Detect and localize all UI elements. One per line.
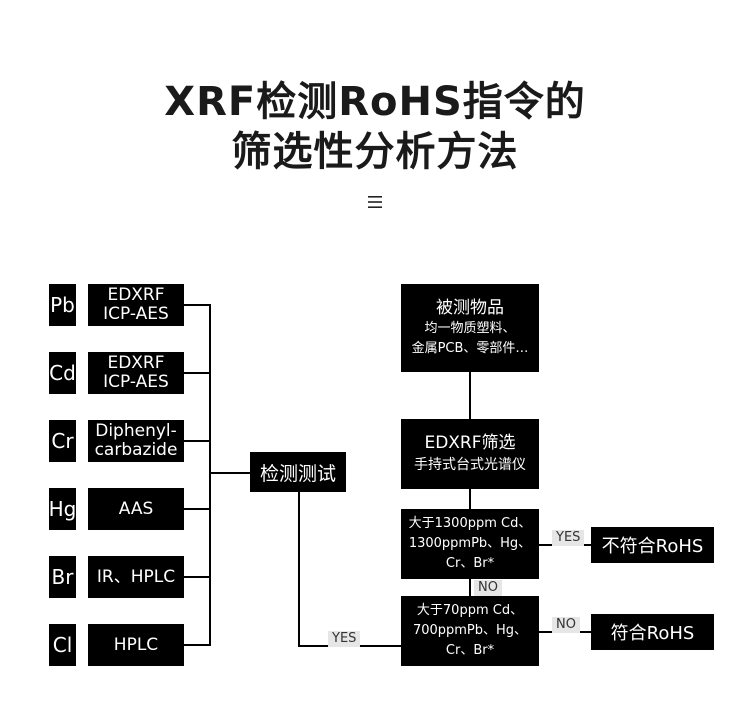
- check1-line-1: 大于1300ppm Cd、: [408, 516, 532, 531]
- connector-bus: [209, 304, 211, 646]
- method-box-cl: HPLC: [88, 624, 184, 666]
- method-line: EDXRF: [107, 353, 165, 373]
- element-pb: Pb: [49, 284, 76, 326]
- sample-line-2: 金属PCB、零部件…: [411, 341, 529, 356]
- check2-line-3: Cr、Br*: [445, 643, 495, 658]
- no-label: NO: [552, 617, 580, 633]
- connector: [209, 472, 251, 474]
- yes-label: YES: [328, 631, 361, 647]
- method-box-pb: EDXRF ICP-AES: [88, 284, 184, 326]
- sample-line-1: 均一物质塑料、: [424, 321, 516, 336]
- connector: [184, 440, 211, 442]
- check2-line-1: 大于70ppm Cd、: [416, 603, 524, 618]
- connector: [469, 489, 471, 509]
- method-line: Diphenyl-: [95, 421, 177, 441]
- connector: [184, 372, 211, 374]
- connector: [469, 372, 471, 419]
- method-box-cd: EDXRF ICP-AES: [88, 352, 184, 394]
- method-line: ICP-AES: [103, 304, 169, 324]
- title-line-2: 筛选性分析方法: [231, 129, 519, 175]
- check2-line-2: 700ppmPb、Hg、: [412, 623, 528, 638]
- method-line: AAS: [118, 498, 154, 519]
- testing-box: 检测测试: [250, 452, 346, 492]
- method-box-cr: Diphenyl- carbazide: [88, 420, 184, 462]
- menu-icon: [368, 196, 382, 208]
- method-line: IR、HPLC: [96, 566, 176, 587]
- element-hg: Hg: [49, 488, 76, 530]
- method-line: ICP-AES: [103, 372, 169, 392]
- method-box-br: IR、HPLC: [88, 556, 184, 598]
- yes-label: YES: [552, 530, 585, 546]
- method-box-hg: AAS: [88, 488, 184, 530]
- screen-subtitle: 手持式台式光谱仪: [414, 457, 526, 473]
- connector: [469, 579, 471, 596]
- non-compliant-box: 不符合RoHS: [591, 527, 714, 563]
- sample-box: 被测物品 均一物质塑料、 金属PCB、零部件…: [401, 284, 539, 372]
- connector: [298, 492, 300, 647]
- connector: [184, 508, 211, 510]
- check1-box: 大于1300ppm Cd、 1300ppmPb、Hg、 Cr、Br*: [401, 509, 539, 579]
- method-line: EDXRF: [107, 285, 165, 305]
- compliant-box: 符合RoHS: [591, 614, 714, 650]
- sample-title: 被测物品: [436, 298, 504, 318]
- no-label: NO: [474, 580, 502, 596]
- method-line: carbazide: [94, 440, 178, 460]
- connector: [184, 644, 211, 646]
- check1-line-3: Cr、Br*: [445, 556, 495, 571]
- connector: [184, 304, 211, 306]
- check1-line-2: 1300ppmPb、Hg、: [408, 536, 532, 551]
- element-cr: Cr: [49, 420, 76, 462]
- check2-box: 大于70ppm Cd、 700ppmPb、Hg、 Cr、Br*: [401, 596, 539, 666]
- screen-title: EDXRF筛选: [424, 433, 516, 453]
- screen-box: EDXRF筛选 手持式台式光谱仪: [401, 419, 539, 489]
- element-cl: Cl: [49, 624, 76, 666]
- connector: [184, 576, 211, 578]
- element-br: Br: [49, 556, 76, 598]
- title-line-1: XRF检测RoHS指令的: [164, 79, 586, 125]
- element-cd: Cd: [49, 352, 76, 394]
- method-line: HPLC: [113, 634, 159, 655]
